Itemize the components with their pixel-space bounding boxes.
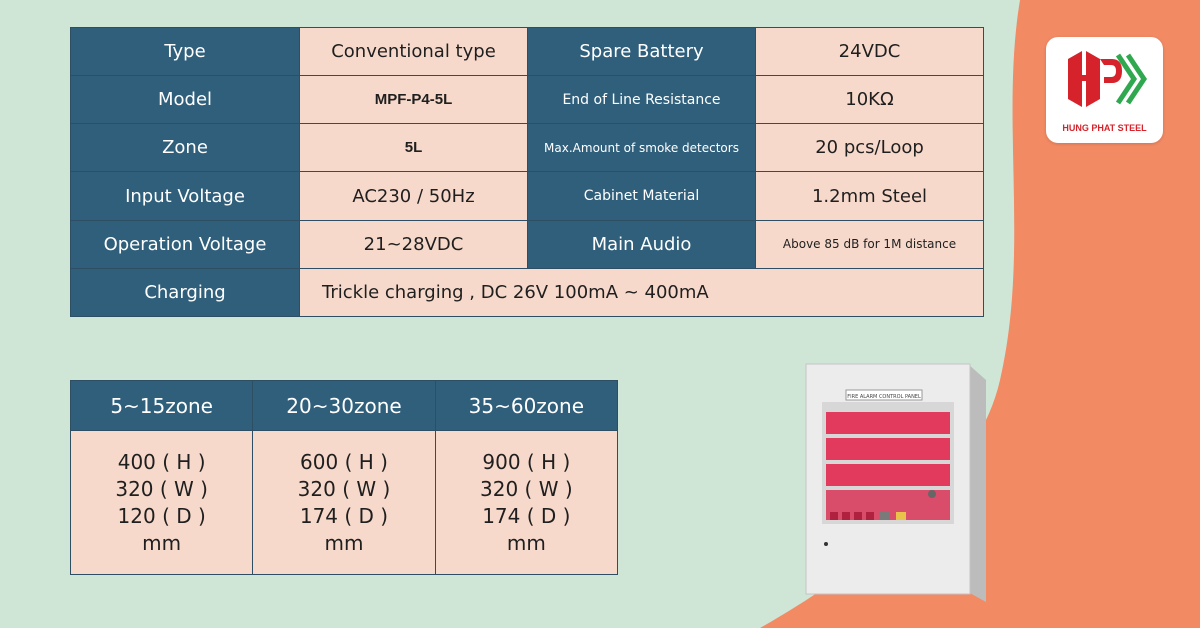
table-row: Operation Voltage 21~28VDC Main Audio Ab…	[70, 219, 984, 269]
size-cell: 900 ( H ) 320 ( W ) 174 ( D ) mm	[434, 430, 619, 575]
table-row: Charging Trickle charging , DC 26V 100mA…	[70, 267, 984, 318]
size-depth: 174 ( D )	[482, 503, 571, 528]
spec-value: 20 pcs/Loop	[755, 123, 984, 173]
table-row: 400 ( H ) 320 ( W ) 120 ( D ) mm 600 ( H…	[69, 430, 619, 575]
spec-value: 21~28VDC	[299, 219, 528, 269]
size-header: 20~30zone	[252, 380, 436, 431]
spec-value: 1.2mm Steel	[755, 171, 984, 221]
spec-label: Input Voltage	[70, 171, 300, 221]
spec-value: AC230 / 50Hz	[299, 171, 528, 221]
size-height: 600 ( H )	[300, 449, 388, 474]
spec-label: Operation Voltage	[70, 219, 300, 269]
spec-label: Type	[70, 26, 300, 77]
hung-phat-logo: HUNG PHAT STEEL	[1046, 37, 1163, 143]
logo-text: HUNG PHAT STEEL	[1062, 123, 1147, 133]
spec-label: End of Line Resistance	[527, 75, 756, 125]
spec-label: Model	[70, 75, 300, 125]
spec-table: Type Conventional type Spare Battery 24V…	[70, 26, 984, 318]
size-unit: mm	[142, 530, 182, 555]
size-cell: 400 ( H ) 320 ( W ) 120 ( D ) mm	[69, 430, 254, 575]
table-row: Type Conventional type Spare Battery 24V…	[70, 26, 984, 77]
table-header-row: 5~15zone 20~30zone 35~60zone	[69, 380, 619, 431]
fire-alarm-panel-image: FIRE ALARM CONTROL PANEL	[805, 363, 986, 602]
size-depth: 174 ( D )	[299, 503, 389, 528]
size-unit: mm	[506, 530, 546, 555]
table-row: Model MPF-P4-5L End of Line Resistance 1…	[70, 75, 984, 125]
spec-value: 10KΩ	[755, 75, 984, 125]
spec-label: Spare Battery	[527, 26, 756, 77]
spec-value: 24VDC	[755, 26, 984, 77]
table-row: Zone 5L Max.Amount of smoke detectors 20…	[70, 123, 984, 173]
spec-label: Max.Amount of smoke detectors	[527, 123, 756, 173]
spec-label: Zone	[70, 123, 300, 173]
spec-value: Conventional type	[299, 26, 528, 77]
spec-value: 5L	[299, 123, 528, 173]
size-header: 5~15zone	[69, 380, 254, 431]
size-table: 5~15zone 20~30zone 35~60zone 400 ( H ) 3…	[69, 380, 619, 575]
spec-label: Main Audio	[527, 219, 756, 269]
panel-title: FIRE ALARM CONTROL PANEL	[847, 394, 921, 400]
size-header: 35~60zone	[434, 380, 619, 431]
size-cell: 600 ( H ) 320 ( W ) 174 ( D ) mm	[252, 430, 436, 575]
size-width: 320 ( W )	[480, 476, 573, 501]
size-width: 320 ( W )	[297, 476, 391, 501]
size-height: 400 ( H )	[117, 449, 206, 474]
size-height: 900 ( H )	[482, 449, 571, 474]
spec-label: Charging	[70, 267, 300, 318]
size-unit: mm	[324, 530, 364, 555]
spec-value: Trickle charging , DC 26V 100mA ~ 400mA	[299, 267, 984, 318]
spec-value: Above 85 dB for 1M distance	[755, 219, 984, 269]
size-depth: 120 ( D )	[117, 503, 206, 528]
spec-value: MPF-P4-5L	[299, 75, 528, 125]
table-row: Input Voltage AC230 / 50Hz Cabinet Mater…	[70, 171, 984, 221]
spec-label: Cabinet Material	[527, 171, 756, 221]
logo-mark-icon	[1068, 51, 1148, 107]
size-width: 320 ( W )	[115, 476, 208, 501]
